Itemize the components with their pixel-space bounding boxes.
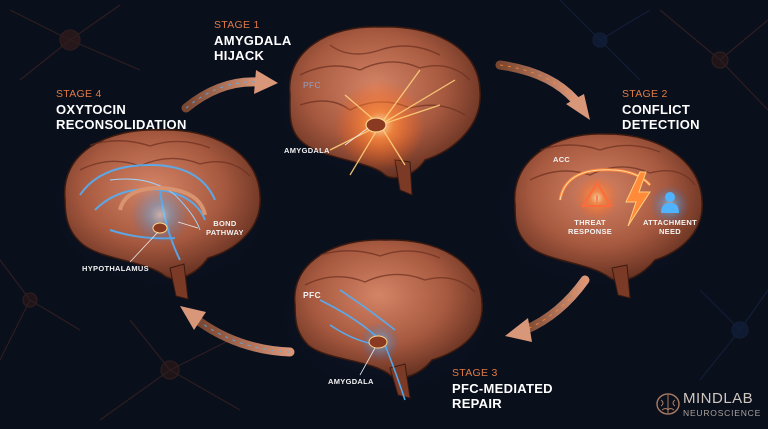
stage4-number: STAGE 4 <box>56 88 102 100</box>
warning-triangle-icon <box>581 181 613 207</box>
arrow-stage2-to-3 <box>505 275 590 342</box>
brain-logo-icon <box>656 393 680 415</box>
stage1-pfc-label: PFC <box>303 80 321 90</box>
stage2-attachment-label: ATTACHMENT NEED <box>643 218 697 236</box>
lightning-bolt-icon <box>625 171 651 227</box>
brand-name: MINDLAB <box>683 390 754 407</box>
brain-stage2: ! <box>485 125 715 299</box>
arrow-stage4-to-1 <box>181 70 278 113</box>
stage4-hypothalamus-label: HYPOTHALAMUS <box>82 264 149 273</box>
stage3-title: PFC-MEDIATED REPAIR <box>452 381 553 411</box>
stage3-number: STAGE 3 <box>452 367 498 379</box>
background-neurons-blue <box>559 0 768 381</box>
stage2-title: CONFLICT DETECTION <box>622 102 700 132</box>
background-neurons <box>0 4 768 421</box>
person-icon <box>661 192 679 213</box>
arrow-stage3-to-4 <box>180 306 295 357</box>
stage2-number: STAGE 2 <box>622 88 668 100</box>
brand-subtitle: NEUROSCIENCE <box>683 408 762 418</box>
stage4-title: OXYTOCIN RECONSOLIDATION <box>56 102 187 132</box>
stage3-amygdala-label: AMYGDALA <box>328 377 374 386</box>
brain-stage3 <box>270 230 500 401</box>
stage1-amygdala-label: AMYGDALA <box>284 146 330 155</box>
stage4-bond-label: BOND PATHWAY <box>206 219 244 237</box>
stage3-pfc-label: PFC <box>303 290 321 300</box>
stage1-title: AMYGDALA HIJACK <box>214 33 292 63</box>
brand-logo: MINDLAB NEUROSCIENCE <box>654 390 766 424</box>
brain-stage1 <box>265 15 495 196</box>
brain-stage4 <box>40 115 280 300</box>
svg-text:!: ! <box>595 194 599 206</box>
stage2-acc-label: ACC <box>553 155 571 164</box>
stage2-threat-label: THREAT RESPONSE <box>568 218 613 236</box>
stage1-number: STAGE 1 <box>214 19 260 31</box>
arrow-stage1-to-2 <box>495 60 590 120</box>
